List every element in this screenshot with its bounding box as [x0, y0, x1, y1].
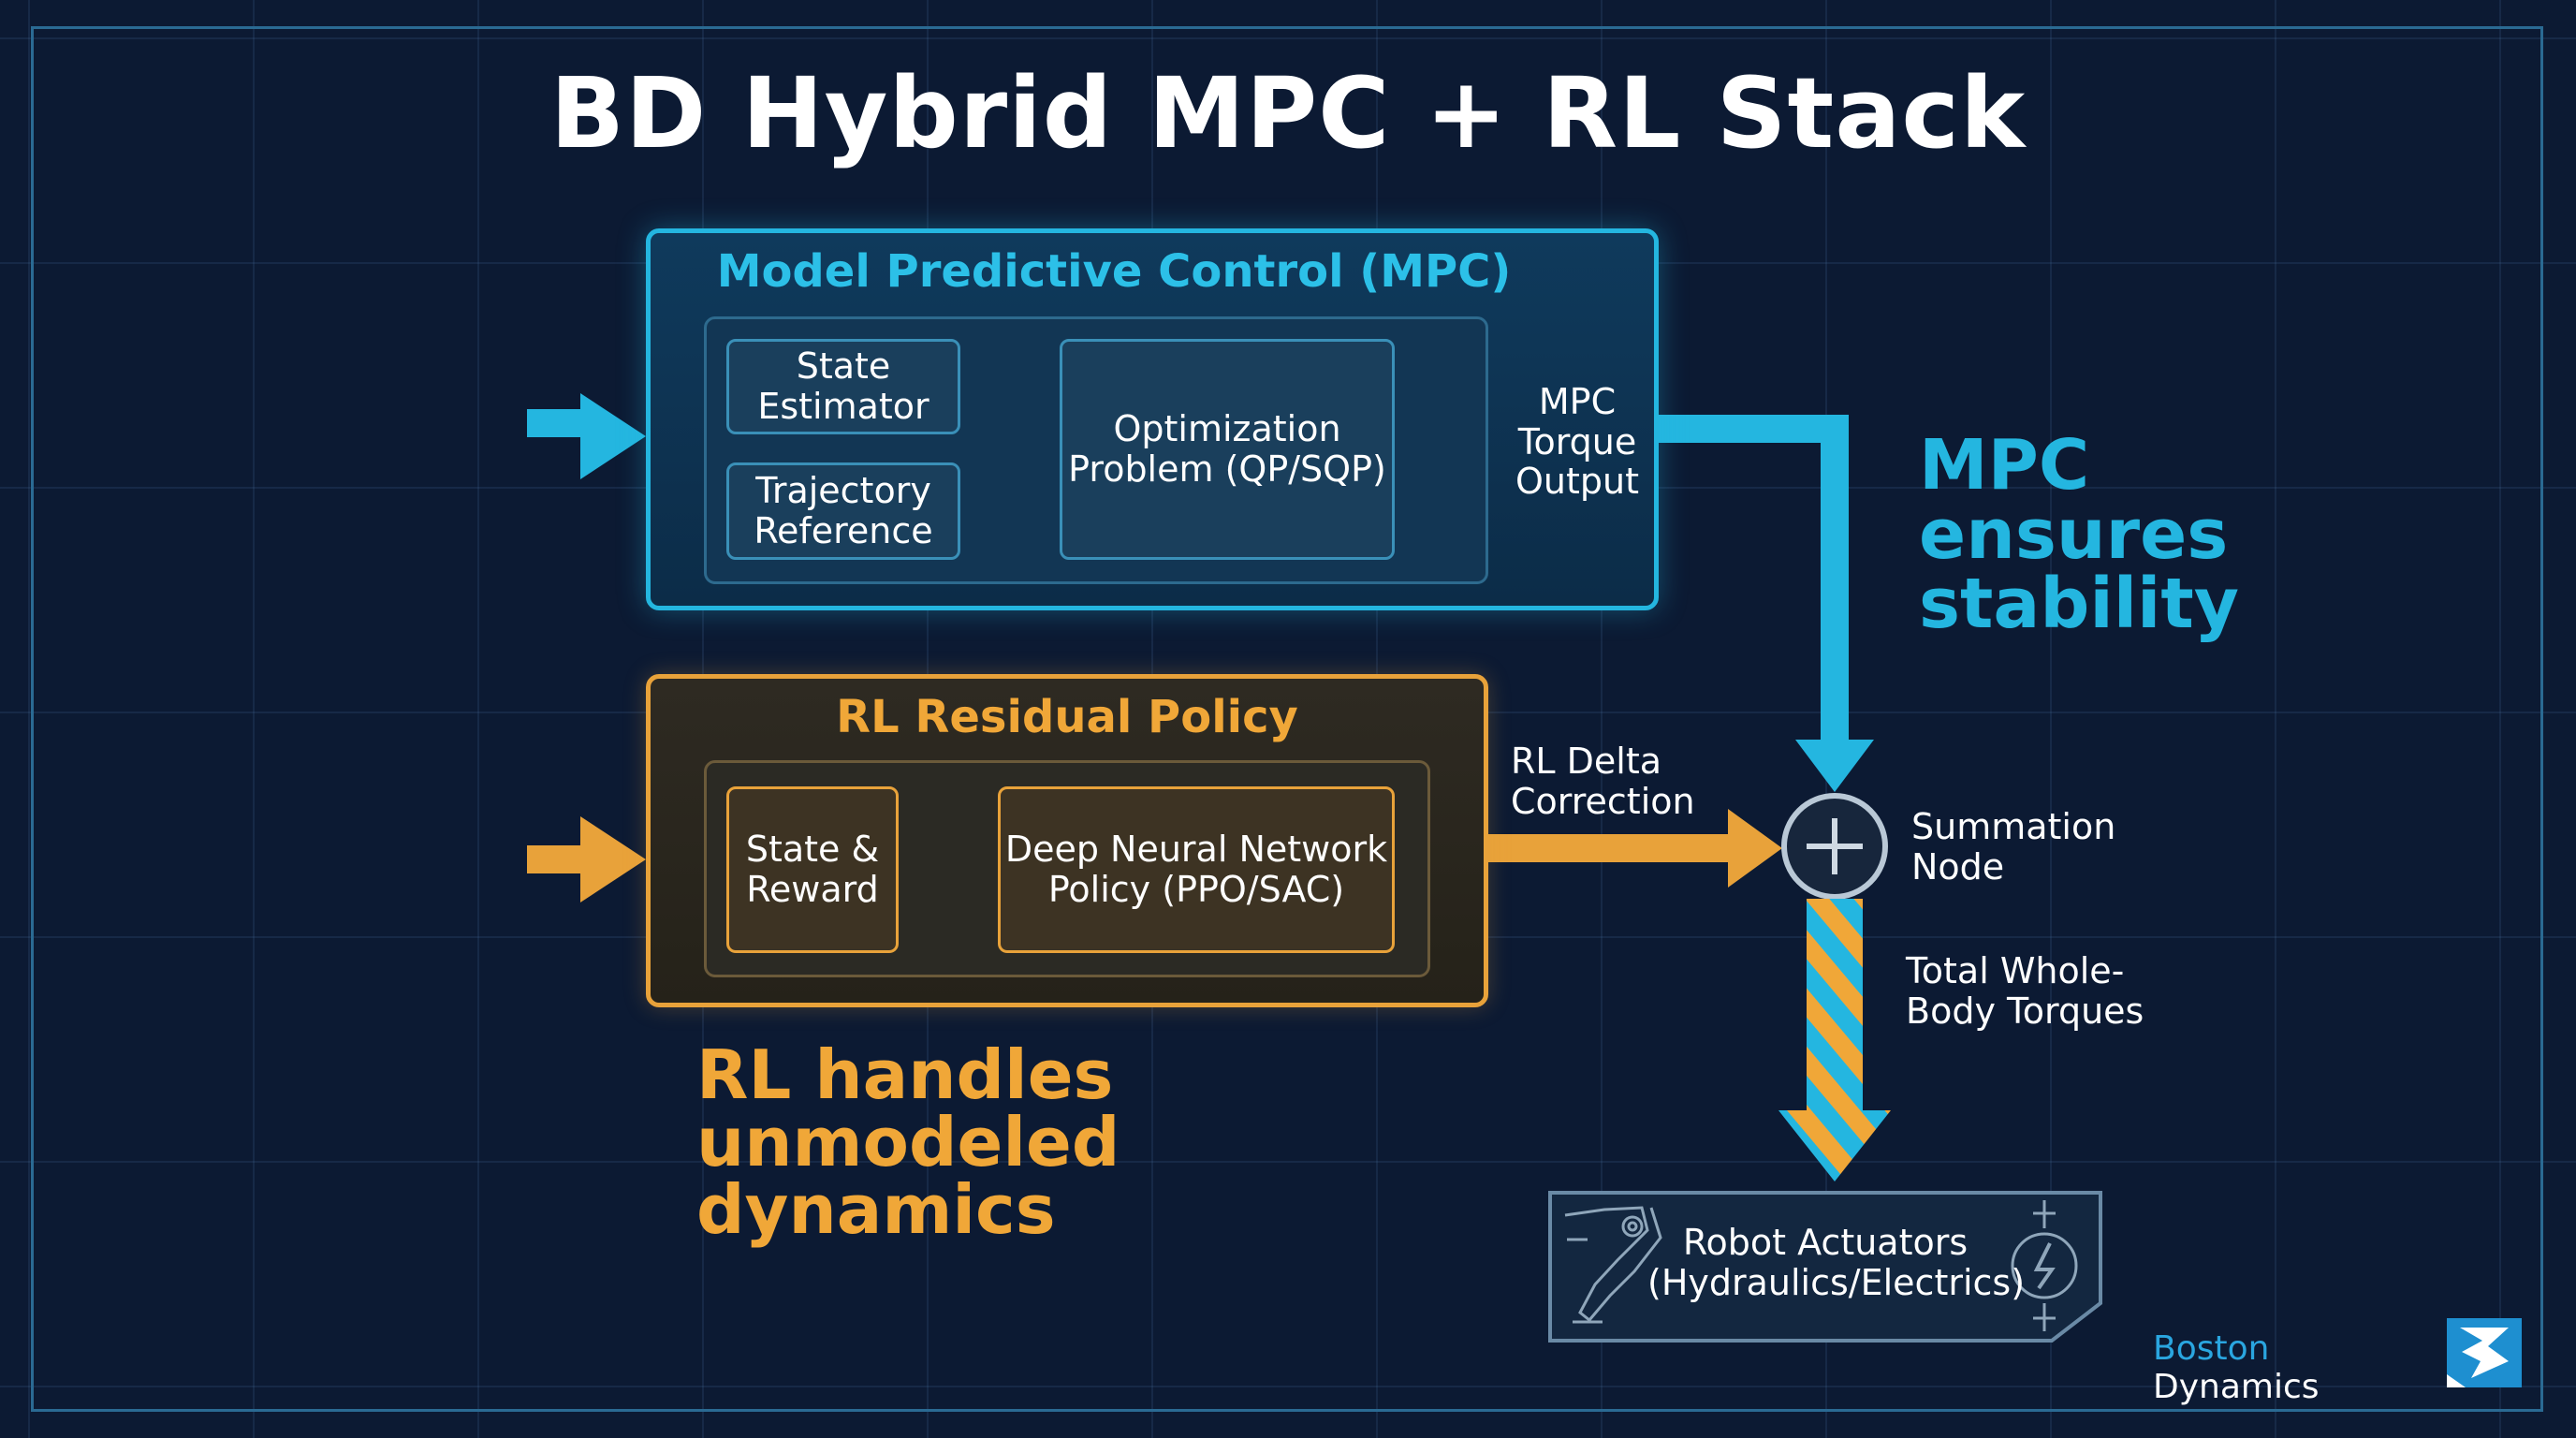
rl-callout: RL handles unmodeled dynamics — [696, 1035, 1120, 1249]
rl-delta-label: RL Delta Correction — [1511, 741, 1695, 822]
brand-boston: Boston — [2153, 1329, 2270, 1368]
trajectory-reference-box: Trajectory Reference — [726, 462, 960, 560]
mpc-title: Model Predictive Control (MPC) — [716, 245, 1512, 298]
plus-icon — [1807, 818, 1863, 874]
dnn-policy-box: Deep Neural Network Policy (PPO/SAC) — [998, 786, 1395, 953]
rl-title: RL Residual Policy — [836, 691, 1298, 743]
summation-node-label: Summation Node — [1911, 806, 2116, 888]
feedback-arrowhead-rl — [580, 816, 646, 902]
brand-dynamics: Dynamics — [2153, 1368, 2320, 1406]
brand-wordmark: Boston Dynamics — [2153, 1329, 2434, 1406]
mpc-torque-output-label: MPC Torque Output — [1515, 381, 1639, 503]
robot-actuators-label: Robot Actuators (Hydraulics/Electrics) — [1647, 1222, 2026, 1303]
mpc-callout: MPC ensures stability — [1919, 425, 2240, 644]
total-torques-arrow — [1807, 899, 1863, 1114]
optimization-problem-box: Optimization Problem (QP/SQP) — [1060, 339, 1395, 560]
total-torques-label: Total Whole-Body Torques — [1906, 950, 2144, 1032]
mpc-output-arrow — [1659, 415, 1849, 749]
page-title: BD Hybrid MPC + RL Stack — [549, 56, 2027, 170]
lightning-actuator-icon — [2011, 1200, 2078, 1331]
boston-dynamics-logo — [2447, 1318, 2522, 1387]
robot-actuators-box — [1548, 1191, 2102, 1343]
feedback-arrowhead-mpc — [580, 393, 646, 479]
outer-frame — [31, 26, 2543, 1412]
state-estimator-box: State Estimator — [726, 339, 960, 434]
state-reward-box: State & Reward — [726, 786, 899, 953]
robot-leg-icon — [1564, 1206, 1662, 1324]
